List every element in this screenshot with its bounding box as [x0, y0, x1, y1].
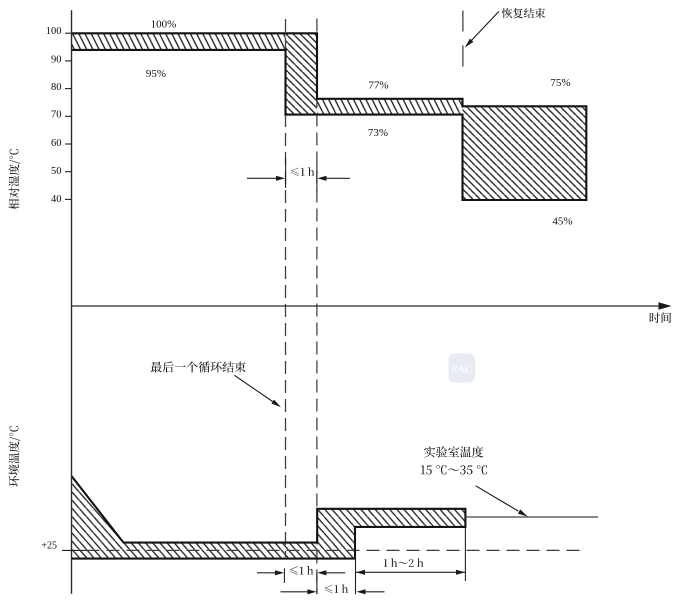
- svg-text:40: 40: [51, 194, 62, 205]
- svg-text:60: 60: [51, 138, 62, 149]
- svg-text:50: 50: [51, 166, 62, 177]
- svg-text:70: 70: [51, 110, 62, 121]
- svg-text:+25: +25: [41, 540, 57, 551]
- svg-text:45%: 45%: [552, 216, 572, 228]
- svg-text:73%: 73%: [368, 127, 388, 139]
- svg-text:75%: 75%: [550, 77, 570, 89]
- svg-text:90: 90: [51, 55, 62, 66]
- svg-text:100%: 100%: [151, 19, 177, 31]
- svg-text:SAC: SAC: [451, 364, 472, 376]
- svg-text:95%: 95%: [146, 68, 166, 80]
- svg-text:77%: 77%: [368, 80, 388, 92]
- svg-text:80: 80: [51, 82, 62, 93]
- svg-text:100: 100: [46, 26, 62, 37]
